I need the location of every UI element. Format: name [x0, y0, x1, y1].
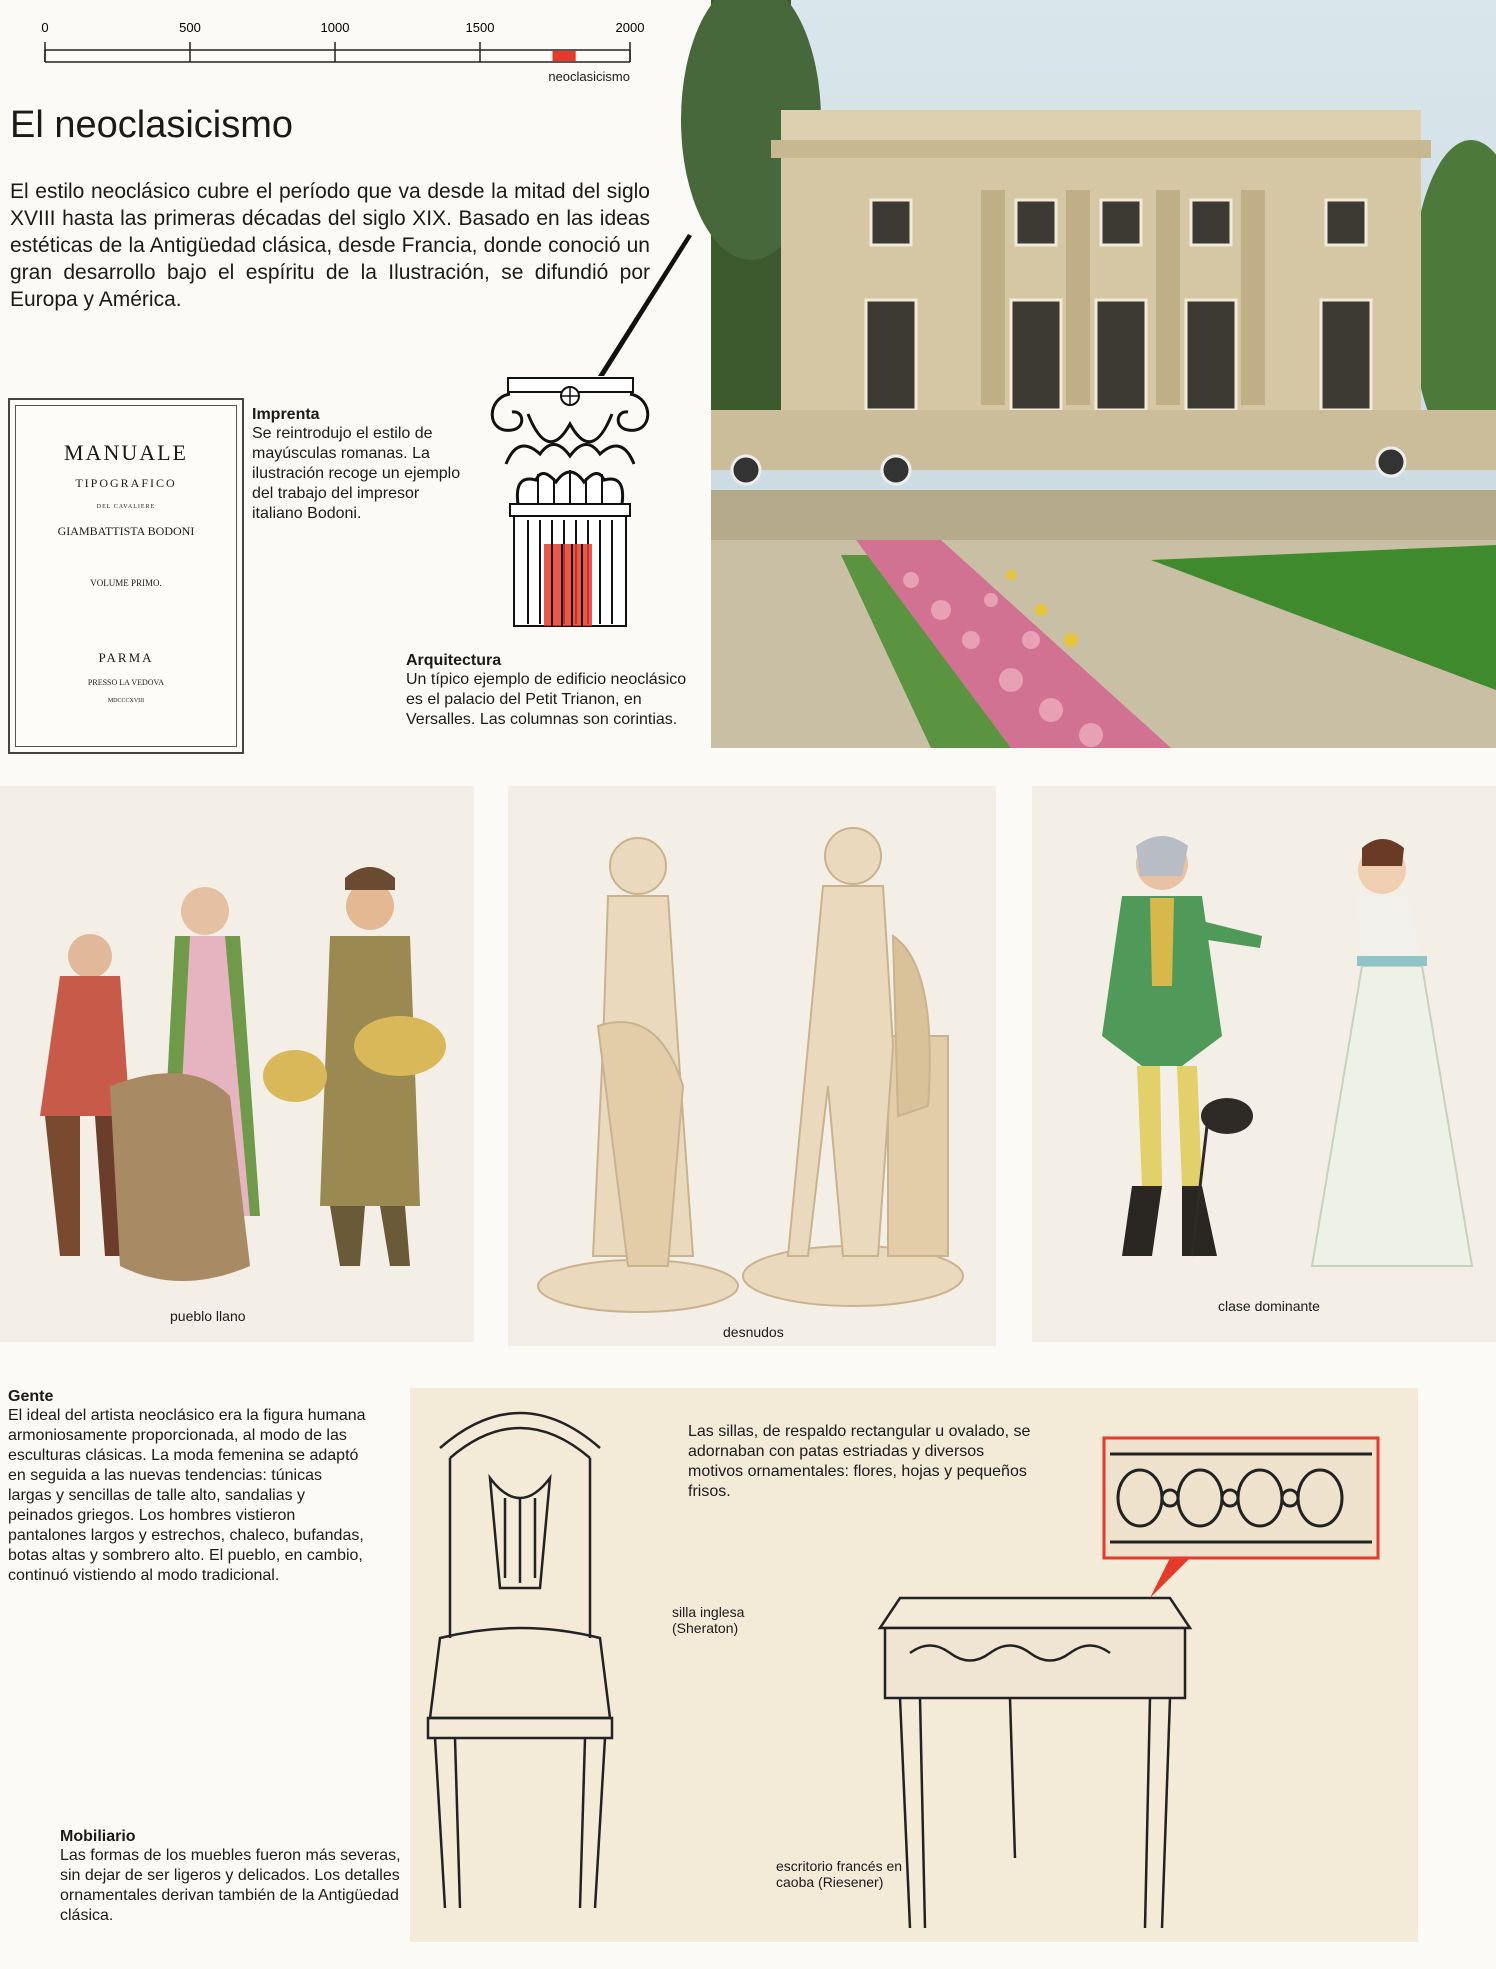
book-author: GIAMBATTISTA BODONI [57, 524, 195, 538]
arquitectura-text: Un típico ejemplo de edificio neoclásico… [406, 671, 687, 728]
mobiliario-text: Las formas de los muebles fueron más sev… [60, 1847, 401, 1924]
imprenta-text: Se reintrodujo el estilo de mayúsculas r… [252, 425, 461, 522]
pueblo-llano-label: pueblo llano [170, 1308, 246, 1324]
female-statue [537, 837, 739, 1313]
corinthian-column-illustration [478, 374, 658, 634]
book-subtitle: TIPOGRAFICO [75, 476, 177, 490]
imprenta-heading: Imprenta [252, 406, 320, 423]
timeline-tick-label: 0 [41, 20, 48, 35]
wicker-basket [263, 1016, 446, 1102]
arquitectura-caption: Arquitectura Un típico ejemplo de edific… [406, 652, 696, 730]
timeline-tick-label: 1000 [321, 20, 350, 35]
gentleman-figure [1102, 836, 1262, 1257]
clase-dominante-panel: clase dominante [1032, 786, 1496, 1342]
silla-label: silla inglesa (Sheraton) [672, 1604, 745, 1636]
petit-trianon-photo [681, 0, 1496, 748]
escritorio-label: escritorio francés en caoba (Riesener) [776, 1858, 903, 1890]
book-printer: PRESSO LA VEDOVA [87, 678, 165, 687]
mobiliario-heading: Mobiliario [60, 1828, 136, 1845]
page-title: El neoclasicismo [10, 104, 293, 146]
timeline-tick-label: 2000 [616, 20, 645, 35]
grain-sack [110, 1073, 250, 1281]
furniture-panel: Las sillas, de respaldo rectangular u ov… [410, 1388, 1418, 1942]
clase-dominante-label: clase dominante [1218, 1298, 1320, 1314]
timeline-period-marker [552, 51, 576, 61]
gente-text: El ideal del artista neoclásico era la f… [8, 1407, 366, 1584]
desnudos-label: desnudos [723, 1324, 784, 1340]
sillas-text: Las sillas, de respaldo rectangular u ov… [688, 1423, 1031, 1500]
timeline-label: neoclasicismo [548, 69, 630, 84]
book-year: MDCCCXVIII [107, 698, 145, 704]
sheraton-chair [426, 1411, 614, 1909]
frieze-detail [1102, 1436, 1380, 1598]
timeline-tick-label: 500 [179, 20, 201, 35]
pointer-line [598, 234, 692, 376]
timeline-tick-label: 1500 [466, 20, 495, 35]
timeline: 0 500 1000 1500 2000 neoclasicismo [40, 14, 644, 86]
timeline-axis: 0 500 1000 1500 2000 [41, 20, 644, 63]
lady-figure [1310, 839, 1474, 1267]
desnudos-panel: desnudos [508, 786, 996, 1346]
peasant-boy-figure [320, 867, 420, 1266]
book-city: PARMA [98, 650, 154, 665]
mobiliario-caption: Mobiliario Las formas de los muebles fue… [60, 1828, 405, 1926]
book-small: DEL CAVALIERE [96, 504, 156, 510]
book-title: MANUALE [64, 440, 188, 465]
bodoni-book-cover: MANUALE TIPOGRAFICO DEL CAVALIERE GIAMBA… [8, 398, 244, 754]
book-volume: VOLUME PRIMO. [90, 578, 162, 588]
male-statue [742, 827, 964, 1307]
gente-caption: Gente El ideal del artista neoclásico er… [8, 1388, 368, 1586]
gente-heading: Gente [8, 1388, 54, 1405]
peasant-man-figure [40, 934, 130, 1256]
pueblo-llano-panel: pueblo llano [0, 786, 474, 1342]
imprenta-caption: Imprenta Se reintrodujo el estilo de may… [252, 406, 467, 524]
intro-paragraph: El estilo neoclásico cubre el período qu… [10, 180, 650, 311]
riesener-desk [877, 1596, 1193, 1929]
arquitectura-heading: Arquitectura [406, 652, 502, 669]
